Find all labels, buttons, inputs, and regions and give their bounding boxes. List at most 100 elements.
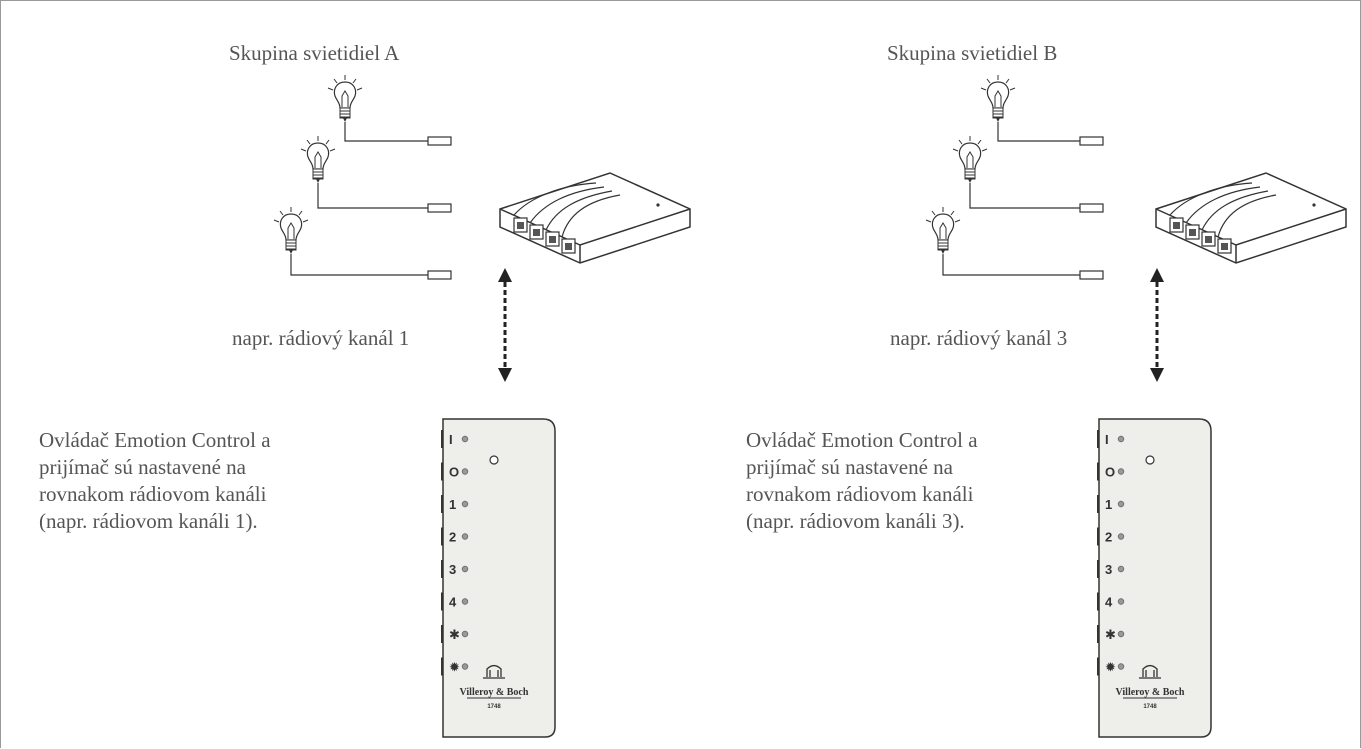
- button-indicator-icon: [461, 500, 469, 508]
- button-label: 4: [1105, 595, 1113, 610]
- button-indicator-icon: [1117, 533, 1125, 540]
- remote-button[interactable]: ✱: [441, 625, 469, 643]
- group-b-bulbs: [925, 74, 1016, 255]
- button-indicator-icon: [1117, 565, 1125, 573]
- brand-name: Villeroy & Boch: [1116, 687, 1185, 698]
- remote-button[interactable]: I: [441, 430, 469, 448]
- button-label: I: [449, 432, 453, 447]
- remote-button[interactable]: 1: [441, 495, 469, 513]
- button-label: ✱: [1105, 627, 1116, 642]
- description-line: Ovládač Emotion Control a: [746, 428, 978, 452]
- bulb-icon: [952, 135, 988, 184]
- emotion-control-remote: I O 1 2 3 4 ✱ ✹ Villeroy & Boch 1748: [441, 418, 556, 738]
- brand-subtext: 1748: [487, 704, 501, 710]
- brand-subtext: 1748: [1143, 704, 1157, 710]
- plug-icon: [1079, 203, 1104, 213]
- plug-icon: [1079, 136, 1104, 146]
- remote-button[interactable]: 3: [1097, 560, 1125, 578]
- button-indicator-icon: [461, 663, 469, 670]
- emotion-control-remote: I O 1 2 3 4 ✱ ✹ Villeroy & Boch 1748: [1097, 418, 1212, 738]
- bulb-icon: [273, 206, 309, 255]
- button-label: 2: [1105, 530, 1112, 545]
- remote-button[interactable]: ✱: [1097, 625, 1125, 643]
- receiver-icon: [1155, 172, 1347, 264]
- status-led: [489, 455, 499, 465]
- remote-button[interactable]: 3: [441, 560, 469, 578]
- button-label: O: [1105, 465, 1115, 480]
- remote-body: [442, 418, 556, 738]
- wire: [317, 183, 428, 209]
- group-b-plugs: [1079, 136, 1104, 280]
- remote-button[interactable]: ✹: [441, 657, 469, 676]
- button-indicator-icon: [461, 468, 469, 475]
- button-label: 2: [449, 530, 456, 545]
- bulb-icon: [300, 135, 336, 184]
- remote-button[interactable]: I: [1097, 430, 1125, 448]
- remote-button[interactable]: 4: [441, 592, 469, 611]
- button-label: I: [1105, 432, 1109, 447]
- status-led: [1145, 455, 1155, 465]
- brand-name: Villeroy & Boch: [460, 687, 529, 698]
- bulb-icon: [980, 74, 1016, 123]
- button-indicator-icon: [461, 435, 469, 443]
- plug-icon: [1079, 270, 1104, 280]
- button-indicator-icon: [1117, 630, 1125, 638]
- button-label: 3: [449, 562, 456, 577]
- group-a-wires: [290, 122, 428, 276]
- group-a-title: Skupina svietidiel A: [229, 41, 400, 65]
- wire: [969, 183, 1080, 209]
- button-label: 1: [449, 497, 456, 512]
- group-a-channel-label: napr. rádiový kanál 1: [232, 326, 410, 350]
- wire: [344, 122, 428, 142]
- button-indicator-icon: [461, 598, 469, 605]
- button-label: 3: [1105, 562, 1112, 577]
- description-line: (napr. rádiovom kanáli 1).: [39, 509, 258, 533]
- double-arrow-icon: [1148, 266, 1166, 384]
- plug-icon: [427, 136, 452, 146]
- remote-button[interactable]: 2: [441, 527, 469, 546]
- description-line: Ovládač Emotion Control a: [39, 428, 271, 452]
- plug-icon: [427, 203, 452, 213]
- remote-button[interactable]: 2: [1097, 527, 1125, 546]
- button-indicator-icon: [1117, 500, 1125, 508]
- button-indicator-icon: [461, 630, 469, 638]
- button-label: ✱: [449, 627, 460, 642]
- remote-button[interactable]: O: [1097, 462, 1125, 481]
- description-line: rovnakom rádiovom kanáli: [39, 482, 267, 506]
- description-line: prijímač sú nastavené na: [746, 455, 954, 479]
- wire: [942, 254, 1080, 276]
- button-label: 4: [449, 595, 457, 610]
- remote-body: [1098, 418, 1212, 738]
- button-label: ✹: [449, 660, 460, 675]
- group-a-description: Ovládač Emotion Control a prijímač sú na…: [39, 427, 271, 535]
- button-label: 1: [1105, 497, 1112, 512]
- group-a-bulbs: [273, 74, 363, 255]
- group-b-wires: [942, 122, 1080, 276]
- double-arrow-icon: [496, 266, 514, 384]
- button-indicator-icon: [1117, 598, 1125, 605]
- brand-logo: Villeroy & Boch 1748: [1116, 664, 1185, 710]
- button-indicator-icon: [461, 565, 469, 573]
- group-b-channel-label: napr. rádiový kanál 3: [890, 326, 1068, 350]
- button-indicator-icon: [1117, 468, 1125, 475]
- group-b-title: Skupina svietidiel B: [887, 41, 1058, 65]
- remote-button[interactable]: O: [441, 462, 469, 481]
- description-line: rovnakom rádiovom kanáli: [746, 482, 974, 506]
- group-b-description: Ovládač Emotion Control a prijímač sú na…: [746, 427, 978, 535]
- description-line: (napr. rádiovom kanáli 3).: [746, 509, 965, 533]
- bulb-icon: [925, 206, 961, 255]
- brand-logo: Villeroy & Boch 1748: [460, 664, 529, 710]
- plug-icon: [427, 270, 452, 280]
- button-indicator-icon: [1117, 663, 1125, 670]
- remote-button[interactable]: 1: [1097, 495, 1125, 513]
- button-label: ✹: [1105, 660, 1116, 675]
- wire: [290, 254, 428, 276]
- button-label: O: [449, 465, 459, 480]
- remote-button[interactable]: 4: [1097, 592, 1125, 611]
- wire: [997, 122, 1080, 142]
- button-indicator-icon: [1117, 435, 1125, 443]
- remote-button[interactable]: ✹: [1097, 657, 1125, 676]
- receiver-icon: [499, 172, 691, 264]
- bulb-icon: [327, 74, 363, 123]
